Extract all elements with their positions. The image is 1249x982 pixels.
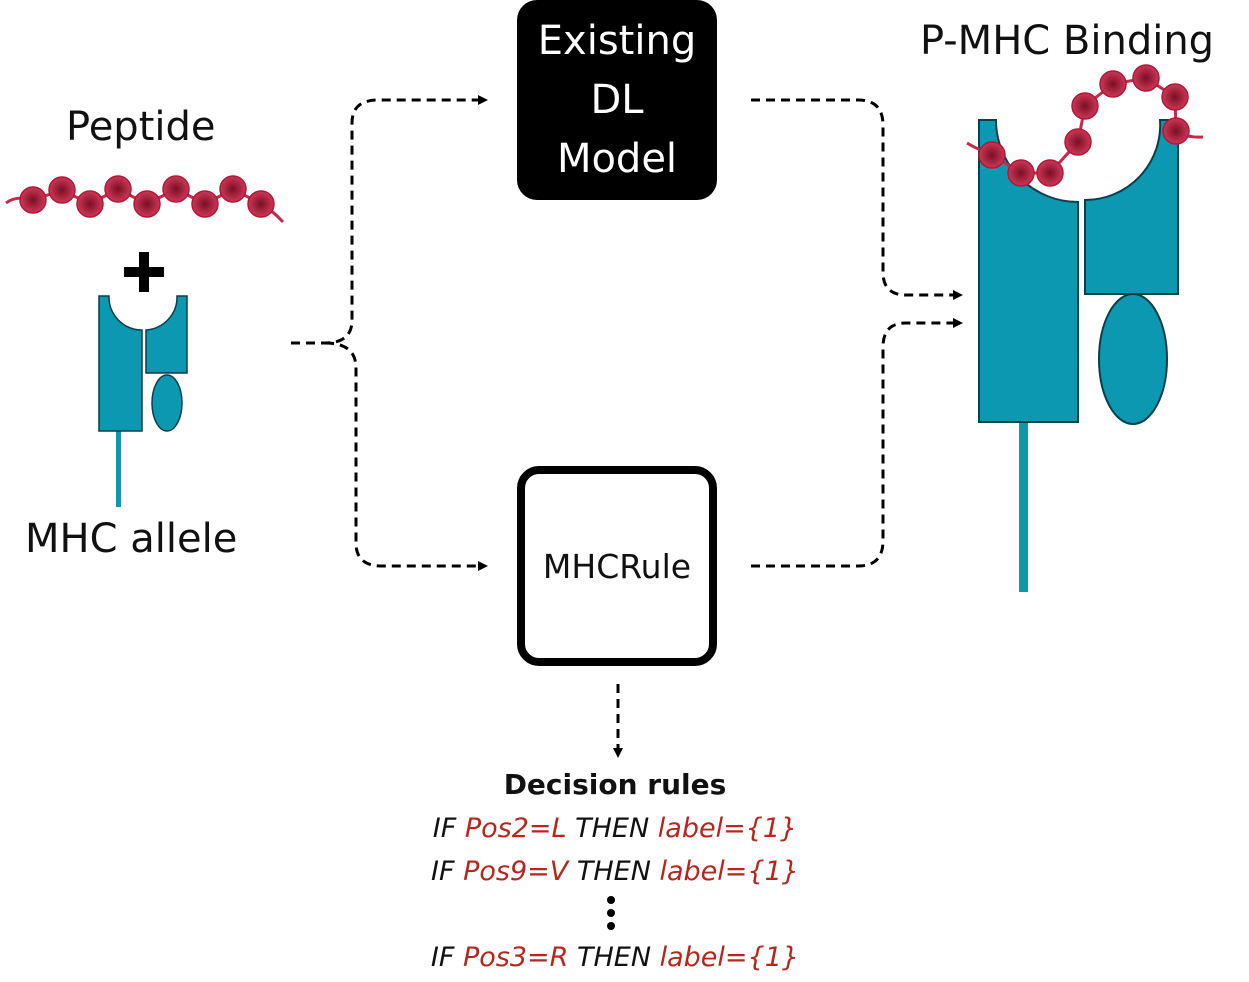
rule-label: label={1} bbox=[659, 856, 799, 887]
mhc-allele-label: MHC allele bbox=[25, 516, 238, 562]
rule-if: IF bbox=[431, 856, 464, 887]
rule-line: IF Pos9=V THEN label={1} bbox=[415, 850, 815, 893]
plus-icon bbox=[124, 252, 164, 292]
rule-condition: Pos2=L bbox=[464, 813, 567, 844]
rule-gap bbox=[415, 893, 815, 936]
rule-condition: Pos9=V bbox=[463, 856, 569, 887]
dl-model-line: Existing bbox=[537, 17, 697, 64]
mhc-molecule-icon bbox=[978, 119, 1179, 592]
dl-output-connector bbox=[751, 98, 963, 300]
rule-then: THEN bbox=[566, 813, 658, 844]
rule-label: label={1} bbox=[659, 942, 800, 973]
mhc-molecule-icon bbox=[98, 295, 188, 507]
rule-if: IF bbox=[432, 813, 465, 844]
mhcrule-label: MHCRule bbox=[542, 546, 692, 586]
ellipsis-icon bbox=[607, 896, 615, 930]
rule-then: THEN bbox=[568, 856, 660, 887]
dl-model-line: Model bbox=[556, 135, 678, 182]
peptide-chain-icon bbox=[966, 64, 1204, 187]
rule-if: IF bbox=[430, 942, 463, 973]
rule-line: IF Pos3=R THEN label={1} bbox=[415, 936, 815, 979]
rule-then: THEN bbox=[568, 942, 660, 973]
decision-rules: Decision rules IF Pos2=L THEN label={1} … bbox=[415, 768, 815, 979]
rule-condition: Pos3=R bbox=[462, 942, 569, 973]
input-split-connector bbox=[324, 341, 488, 571]
pmhc-binding-label: P-MHC Binding bbox=[920, 18, 1215, 64]
rule-label: label={1} bbox=[657, 813, 798, 844]
dl-model-line: DL bbox=[590, 76, 644, 123]
mhcrule-output-connector bbox=[751, 318, 963, 568]
peptide-label: Peptide bbox=[66, 104, 216, 150]
mhcrule-box: MHCRule bbox=[517, 466, 717, 666]
rule-line: IF Pos2=L THEN label={1} bbox=[415, 807, 815, 850]
decision-rules-title: Decision rules bbox=[503, 768, 727, 801]
input-split-connector bbox=[291, 95, 488, 345]
existing-dl-model-box: Existing DL Model bbox=[517, 0, 717, 200]
peptide-chain-icon bbox=[5, 175, 285, 224]
